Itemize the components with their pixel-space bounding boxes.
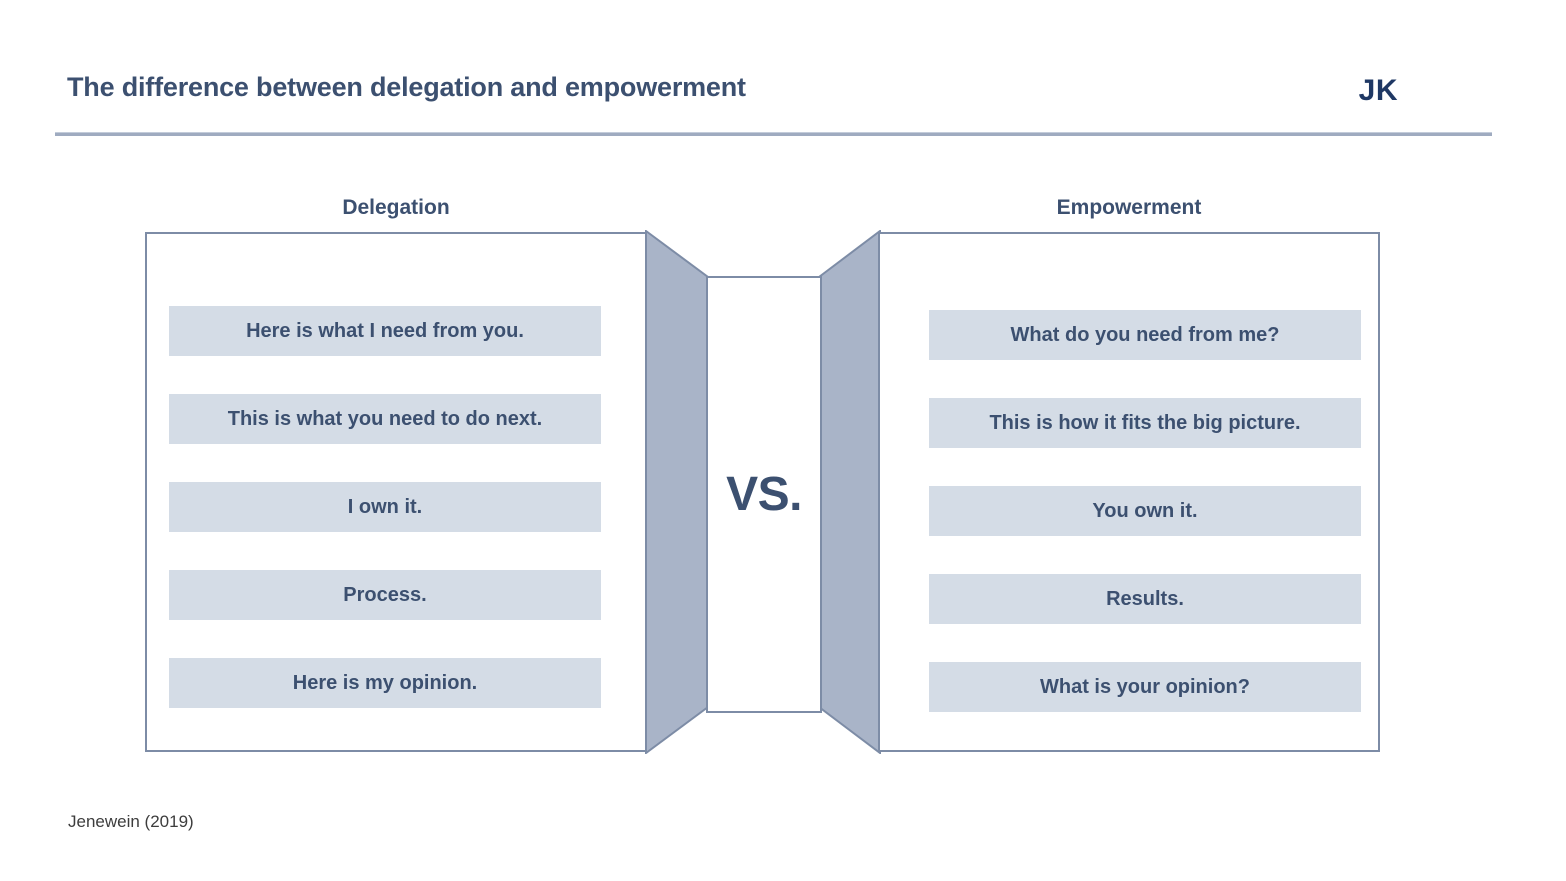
connector-left-shape: [645, 230, 710, 754]
list-item: You own it.: [929, 486, 1361, 536]
brand-logo: JK: [1358, 74, 1398, 107]
connector-right-shape: [818, 230, 882, 754]
statement-text: What is your opinion?: [1040, 675, 1250, 698]
statement-text: Process.: [343, 583, 427, 606]
statement-text: I own it.: [347, 495, 423, 518]
list-item: This is what you need to do next.: [169, 394, 601, 444]
versus-box: VS.: [706, 276, 822, 713]
statement-text: Results.: [1106, 587, 1184, 610]
list-item: I own it.: [169, 482, 601, 532]
statement-text: This is how it fits the big picture.: [989, 411, 1301, 434]
column-heading-delegation: Delegation: [342, 196, 450, 219]
versus-label: VS.: [726, 468, 802, 521]
list-item: Here is what I need from you.: [169, 306, 601, 356]
empowerment-statement-list: What do you need from me? This is how it…: [929, 310, 1361, 750]
list-item: This is how it fits the big picture.: [929, 398, 1361, 448]
source-citation: Jenewein (2019): [68, 812, 194, 831]
list-item: Results.: [929, 574, 1361, 624]
header-divider: [55, 132, 1492, 136]
column-heading-empowerment: Empowerment: [1056, 196, 1202, 219]
statement-text: What do you need from me?: [1010, 323, 1280, 346]
statement-text: Here is what I need from you.: [246, 319, 524, 342]
list-item: What do you need from me?: [929, 310, 1361, 360]
list-item: What is your opinion?: [929, 662, 1361, 712]
list-item: Here is my opinion.: [169, 658, 601, 708]
delegation-statement-list: Here is what I need from you. This is wh…: [169, 306, 601, 746]
statement-text: Here is my opinion.: [292, 671, 478, 694]
page-title: The difference between delegation and em…: [67, 72, 746, 102]
statement-text: You own it.: [1092, 499, 1198, 522]
statement-text: This is what you need to do next.: [227, 407, 543, 430]
list-item: Process.: [169, 570, 601, 620]
